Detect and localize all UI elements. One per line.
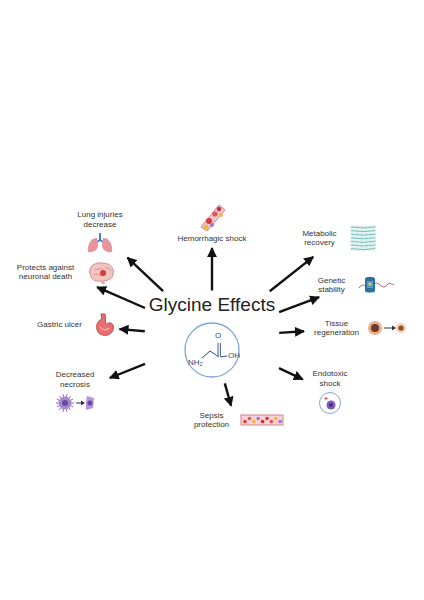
effect-text-group: Lung injuries decrease <box>70 210 130 228</box>
effect-text-group: Metabolic recovery <box>296 229 344 247</box>
effect-label: Genetic stability <box>309 276 354 294</box>
effect-item: Endotoxic shock <box>306 367 355 416</box>
effect-item: Decreased necrosis <box>43 368 107 415</box>
effect-item: Hemorrhagic shock <box>170 199 254 245</box>
effect-arrow <box>120 329 145 331</box>
dna-icon <box>357 276 395 294</box>
effect-label: Lung injuries decrease <box>70 210 130 228</box>
effect-text-group: Hemorrhagic shock <box>172 234 252 243</box>
effect-arrow <box>97 287 145 308</box>
effect-arrow <box>279 297 319 312</box>
effect-arrow <box>270 257 314 291</box>
effect-arrow <box>279 331 304 333</box>
effect-item: Gastric ulcer <box>28 311 117 339</box>
effect-text-group: Endotoxic shock <box>308 369 353 387</box>
effect-text-group: Decreased necrosis <box>45 370 105 388</box>
atom-label: NH₂ <box>188 359 203 367</box>
lung-icon <box>86 232 114 254</box>
glycine-circle: NH₂ O OH <box>183 321 241 379</box>
effect-label: Gastric ulcer <box>30 320 90 329</box>
effect-arrow <box>279 368 303 379</box>
effect-text-group: Genetic stability <box>309 276 354 294</box>
stomach-icon <box>93 313 115 337</box>
effect-label: Sepsis protection <box>187 411 237 429</box>
atom-label: O <box>215 332 221 340</box>
effect-text-group: Tissue regeneration <box>309 319 364 337</box>
effect-label: Tissue regeneration <box>309 319 364 337</box>
vessel-icon <box>240 412 284 428</box>
effect-text-group: Sepsis protection <box>187 411 237 429</box>
effect-arrow <box>110 364 145 378</box>
fiber-icon <box>347 223 379 253</box>
effect-item: Lung injuries decrease <box>68 208 132 255</box>
center-title: Glycine Effects <box>149 295 275 316</box>
effect-text-group: Protects against neuronal death <box>8 263 83 281</box>
effect-item: Sepsis protection <box>185 409 286 431</box>
effect-item: Tissue regeneration <box>307 317 409 339</box>
blood-icon <box>197 201 227 231</box>
cells-icon <box>367 319 407 337</box>
central-molecule: Glycine EffectsNH₂ O OH <box>147 293 277 382</box>
effect-arrow <box>211 248 213 290</box>
macro-icon <box>318 391 342 415</box>
effect-label: Metabolic recovery <box>296 229 344 247</box>
effect-label: Decreased necrosis <box>45 370 105 388</box>
brain-icon <box>86 260 116 284</box>
effect-label: Hemorrhagic shock <box>172 234 252 243</box>
effect-text-group: Gastric ulcer <box>30 320 90 329</box>
effect-arrow <box>128 258 164 292</box>
effect-item: Metabolic recovery <box>294 221 381 255</box>
effect-item: Protects against neuronal death <box>6 258 118 286</box>
effect-item: Genetic stability <box>307 274 397 296</box>
effect-arrow <box>225 383 231 406</box>
effect-label: Protects against neuronal death <box>8 263 83 281</box>
atom-label: OH <box>228 352 240 360</box>
necrosis-icon <box>55 392 95 414</box>
effect-label: Endotoxic shock <box>308 369 353 387</box>
